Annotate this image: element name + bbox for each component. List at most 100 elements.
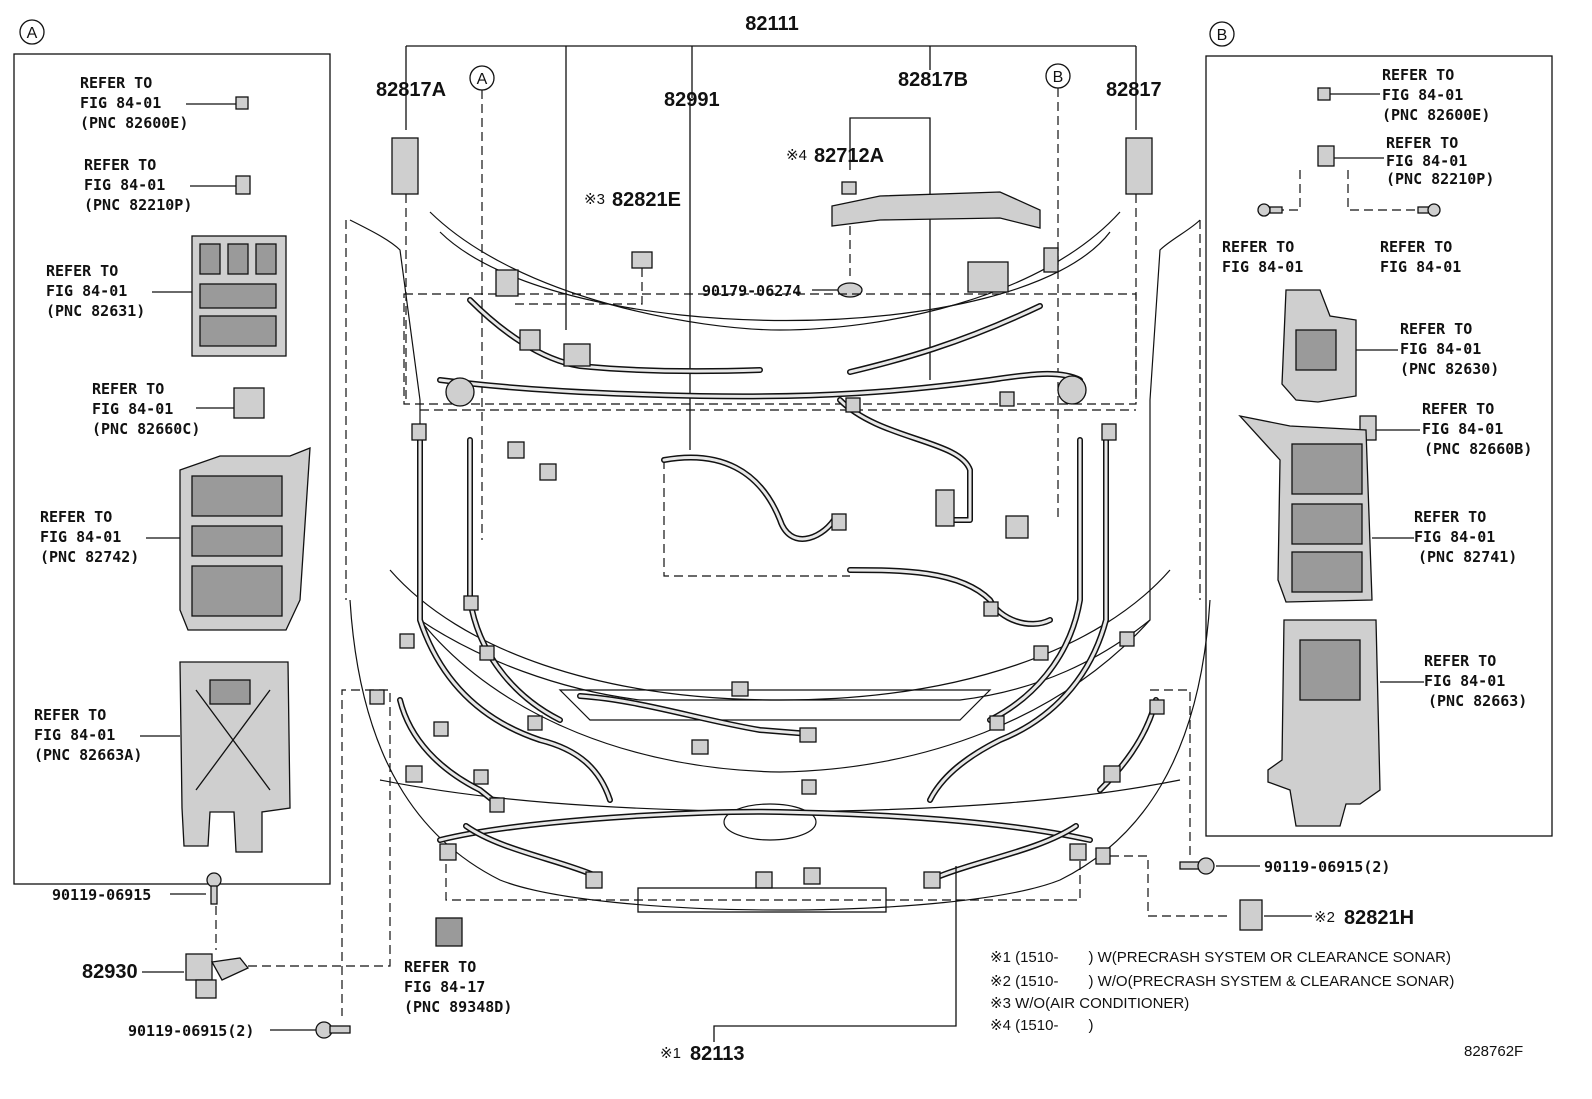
part-82111: 82111: [745, 13, 798, 35]
svg-text:FIG 84-01: FIG 84-01: [1382, 86, 1463, 104]
svg-text:REFER TO: REFER TO: [1400, 320, 1472, 338]
panel-b-badge: B: [1217, 27, 1228, 44]
mark-82712a: ※4: [786, 147, 807, 164]
svg-text:(PNC 82631): (PNC 82631): [46, 302, 145, 320]
footnote-2: ※2 (1510- ) W/O(PRECRASH SYSTEM & CLEARA…: [990, 973, 1454, 990]
panel-a-frame: [13, 53, 331, 885]
panel-b-frame: [1205, 55, 1553, 837]
panel-b-ref-82600e: REFER TO FIG 84-01 (PNC 82600E): [1317, 66, 1490, 124]
svg-text:FIG 84-01: FIG 84-01: [80, 94, 161, 112]
relay-icon: [235, 175, 251, 195]
part-82821e: 82821E: [612, 189, 681, 211]
part-82991: 82991: [664, 89, 720, 111]
svg-text:FIG 84-01: FIG 84-01: [84, 176, 165, 194]
svg-text:REFER TO: REFER TO: [1422, 400, 1494, 418]
svg-text:(PNC 82210P): (PNC 82210P): [1386, 170, 1494, 188]
panel-a-ref-82600e: REFER TO FIG 84-01 (PNC 82600E): [80, 74, 249, 132]
svg-text:(PNC 82663): (PNC 82663): [1428, 692, 1527, 710]
wire-routes: [397, 297, 1159, 879]
svg-text:REFER TO: REFER TO: [46, 262, 118, 280]
svg-text:(PNC 82210P): (PNC 82210P): [84, 196, 192, 214]
footnote-3: ※3 W/O(AIR CONDITIONER): [990, 995, 1189, 1012]
mark-82113: ※1: [660, 1045, 681, 1062]
svg-text:FIG 84-01: FIG 84-01: [46, 282, 127, 300]
svg-text:FIG 84-01: FIG 84-01: [40, 528, 121, 546]
footnotes: ※1 (1510- ) W(PRECRASH SYSTEM OR CLEARAN…: [990, 949, 1523, 1060]
svg-text:(PNC 82600E): (PNC 82600E): [1382, 106, 1490, 124]
svg-text:FIG 84-01: FIG 84-01: [1414, 528, 1495, 546]
part-82821h: 82821H: [1344, 907, 1414, 929]
footnote-4: ※4 (1510- ): [990, 1017, 1093, 1034]
left-lower-parts: 90119-06915 82930 90119-06915(2): [52, 689, 391, 1040]
mark-82821h: ※2: [1314, 909, 1335, 926]
svg-text:REFER TO: REFER TO: [80, 74, 152, 92]
svg-text:REFER TO: REFER TO: [92, 380, 164, 398]
panel-a-ref-82210p: REFER TO FIG 84-01 (PNC 82210P): [84, 156, 251, 214]
svg-text:(PNC 82741): (PNC 82741): [1418, 548, 1517, 566]
panel-b-ref-82741: REFER TO FIG 84-01 (PNC 82741): [1238, 414, 1517, 603]
part-82817b: 82817B: [898, 69, 968, 91]
part-82930: 82930: [82, 961, 138, 983]
svg-text:(PNC 82660B): (PNC 82660B): [1424, 440, 1532, 458]
svg-text:(PNC 82742): (PNC 82742): [40, 548, 139, 566]
panel-a-badge: A: [27, 25, 38, 42]
svg-text:REFER TO: REFER TO: [1386, 134, 1458, 152]
sensor-connector-icon: [435, 917, 463, 947]
bolt-icon: [1179, 857, 1215, 875]
svg-text:FIG 84-01: FIG 84-01: [1400, 340, 1481, 358]
svg-text:FIG 84-01: FIG 84-01: [1386, 152, 1467, 170]
svg-text:FIG 84-01: FIG 84-01: [1222, 258, 1303, 276]
connector-82821e-icon: [631, 251, 653, 269]
part-90179-06274: 90179-06274: [702, 282, 801, 300]
svg-text:(PNC 82663A): (PNC 82663A): [34, 746, 142, 764]
panel-b-ref-fig-right: REFER TO FIG 84-01: [1380, 203, 1461, 276]
relay-cover-icon: [179, 661, 291, 853]
panel-b-ref-82663: REFER TO FIG 84-01 (PNC 82663): [1267, 619, 1527, 827]
panel-b-ref-82210p: REFER TO FIG 84-01 (PNC 82210P): [1282, 134, 1494, 211]
part-82817a: 82817A: [376, 79, 446, 101]
main-harness: 82111 82817A A 82991 82817B B 82817 ※4 8…: [345, 13, 1414, 1065]
panel-a-ref-82742: REFER TO FIG 84-01 (PNC 82742): [40, 447, 311, 631]
panel-a-ref-82660c: REFER TO FIG 84-01 (PNC 82660C): [92, 380, 265, 438]
harness-connectors: [369, 247, 1165, 889]
mark-82821e: ※3: [584, 191, 605, 208]
svg-text:REFER TO: REFER TO: [84, 156, 156, 174]
connector-icon: [235, 96, 249, 110]
panel-a-badge-ring: [19, 19, 45, 45]
bolt-icon: [206, 872, 222, 905]
svg-text:(PNC 82660C): (PNC 82660C): [92, 420, 200, 438]
refer-center-line3: (PNC 89348D): [404, 998, 512, 1016]
svg-text:(PNC 82630): (PNC 82630): [1400, 360, 1499, 378]
svg-text:FIG 84-01: FIG 84-01: [1422, 420, 1503, 438]
footnote-1: ※1 (1510- ) W(PRECRASH SYSTEM OR CLEARAN…: [990, 949, 1451, 966]
svg-text:REFER TO: REFER TO: [1414, 508, 1486, 526]
part-82817: 82817: [1106, 79, 1162, 101]
svg-text:FIG 84-01: FIG 84-01: [1380, 258, 1461, 276]
refer-center-line1: REFER TO: [404, 958, 476, 976]
main-callout-b: B: [1053, 69, 1064, 86]
svg-text:REFER TO: REFER TO: [40, 508, 112, 526]
svg-text:(PNC 82600E): (PNC 82600E): [80, 114, 188, 132]
part-90119-top: 90119-06915: [52, 886, 151, 904]
panel-a-ref-82631: REFER TO FIG 84-01 (PNC 82631): [46, 235, 287, 357]
bumper-zone: [637, 887, 887, 913]
sensor-icon: [185, 953, 250, 999]
bolt-icon: [315, 1021, 351, 1039]
main-callout-a: A: [477, 71, 488, 88]
svg-text:REFER TO: REFER TO: [1424, 652, 1496, 670]
clip-icon: [841, 181, 857, 195]
part-82712a: 82712A: [814, 145, 884, 167]
clip-icon: [837, 282, 863, 298]
svg-text:REFER TO: REFER TO: [34, 706, 106, 724]
panel-a-ref-82663a: REFER TO FIG 84-01 (PNC 82663A): [34, 661, 291, 853]
connector-82817a-icon: [391, 137, 419, 195]
panel-b-ref-82630: REFER TO FIG 84-01 (PNC 82630): [1281, 289, 1499, 403]
svg-text:FIG 84-01: FIG 84-01: [1424, 672, 1505, 690]
connector-82817-icon: [1125, 137, 1153, 195]
part-82113: 82113: [690, 1043, 745, 1065]
figure-id: 828762F: [1464, 1043, 1523, 1060]
panel-b-ref-82660b: REFER TO FIG 84-01 (PNC 82660B): [1359, 400, 1532, 458]
svg-text:FIG 84-01: FIG 84-01: [34, 726, 115, 744]
svg-text:FIG 84-01: FIG 84-01: [92, 400, 173, 418]
panel-b-ref-fig-left: REFER TO FIG 84-01: [1222, 203, 1303, 276]
